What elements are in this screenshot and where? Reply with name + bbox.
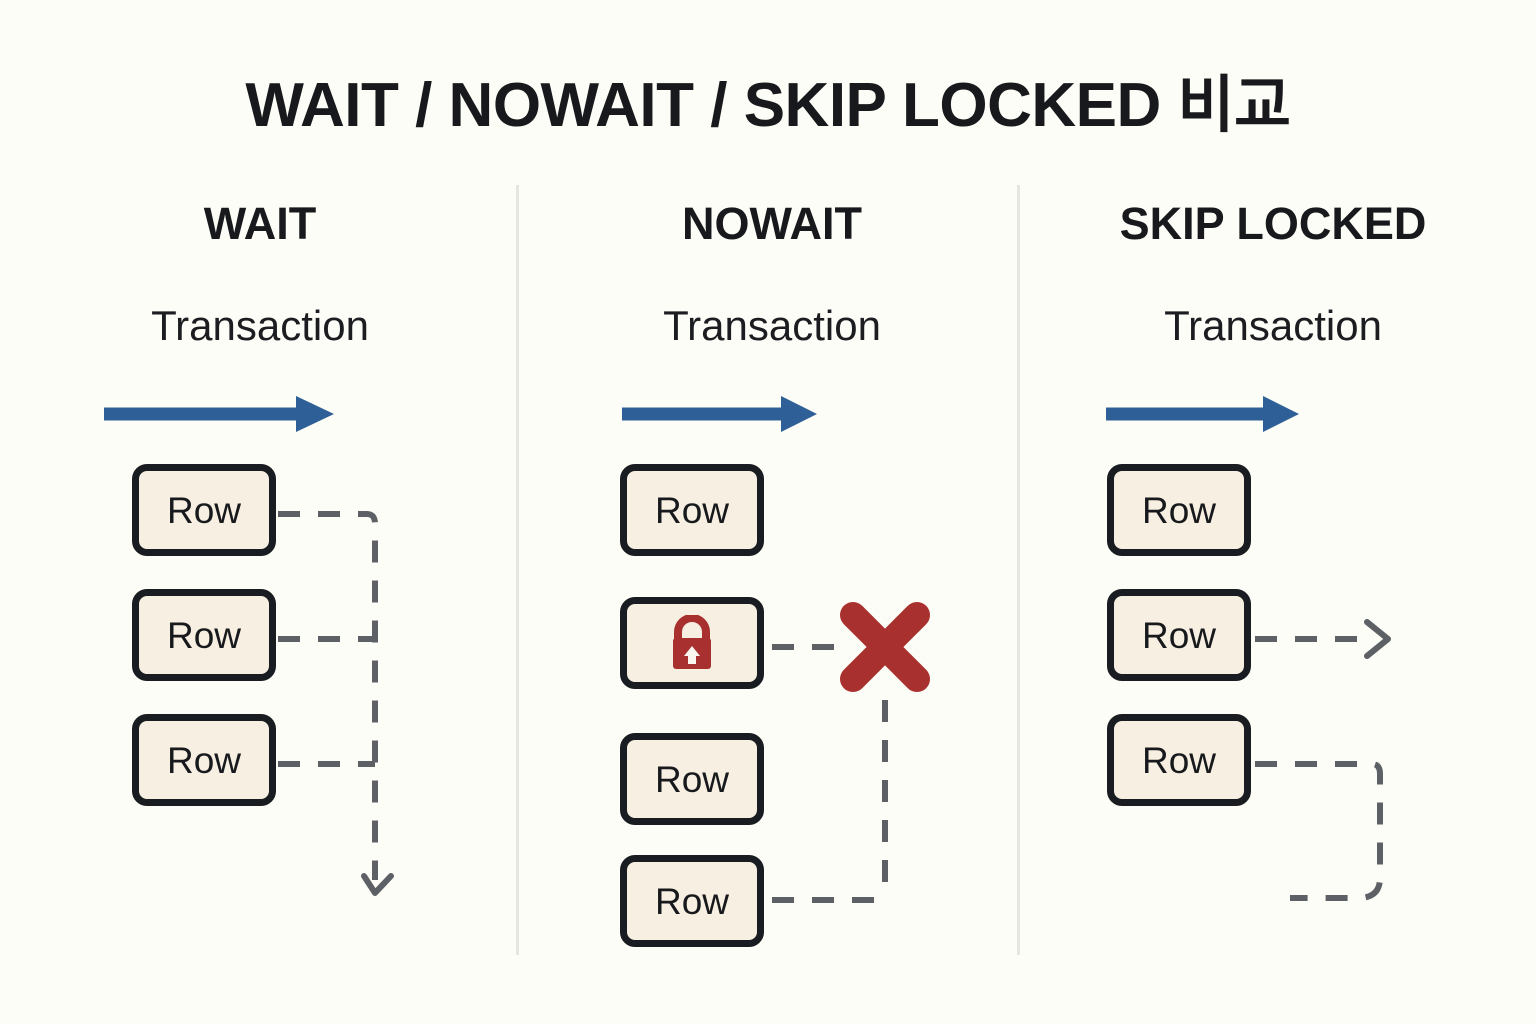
column-nowait: NOWAIT Transaction Row Row Row — [516, 0, 1028, 1024]
row-box[interactable]: Row — [620, 464, 764, 556]
row-box[interactable]: Row — [132, 589, 276, 681]
row-label: Row — [1141, 489, 1217, 531]
row-label: Row — [654, 489, 730, 531]
row-label: Row — [166, 489, 242, 531]
row-label: Row — [1141, 739, 1217, 781]
row-box-locked[interactable] — [620, 597, 764, 689]
row-box[interactable]: Row — [1107, 714, 1251, 806]
column-title-wait: WAIT — [203, 198, 317, 249]
row-box[interactable]: Row — [620, 855, 764, 947]
row-box[interactable]: Row — [1107, 464, 1251, 556]
row-label: Row — [654, 880, 730, 922]
row-label: Row — [654, 758, 730, 800]
column-divider-1 — [516, 185, 519, 955]
column-wait: WAIT Transaction Row Row Row — [4, 0, 516, 1024]
column-subtitle-skip-locked: Transaction — [1164, 302, 1382, 349]
row-label: Row — [166, 739, 242, 781]
row-box[interactable]: Row — [132, 464, 276, 556]
row-box[interactable]: Row — [1107, 589, 1251, 681]
row-box[interactable]: Row — [620, 733, 764, 825]
column-subtitle-wait: Transaction — [151, 302, 369, 349]
column-subtitle-nowait: Transaction — [663, 302, 881, 349]
row-box[interactable]: Row — [132, 714, 276, 806]
row-label: Row — [166, 614, 242, 656]
page-title: WAIT / NOWAIT / SKIP LOCKED 비교 — [245, 71, 1291, 140]
column-title-skip-locked: SKIP LOCKED — [1119, 198, 1427, 249]
column-title-nowait: NOWAIT — [682, 198, 862, 249]
row-label: Row — [1141, 614, 1217, 656]
lock-icon — [666, 614, 718, 671]
column-skip-locked: SKIP LOCKED Transaction Row Row Row — [1017, 0, 1529, 1024]
column-divider-2 — [1017, 185, 1020, 955]
